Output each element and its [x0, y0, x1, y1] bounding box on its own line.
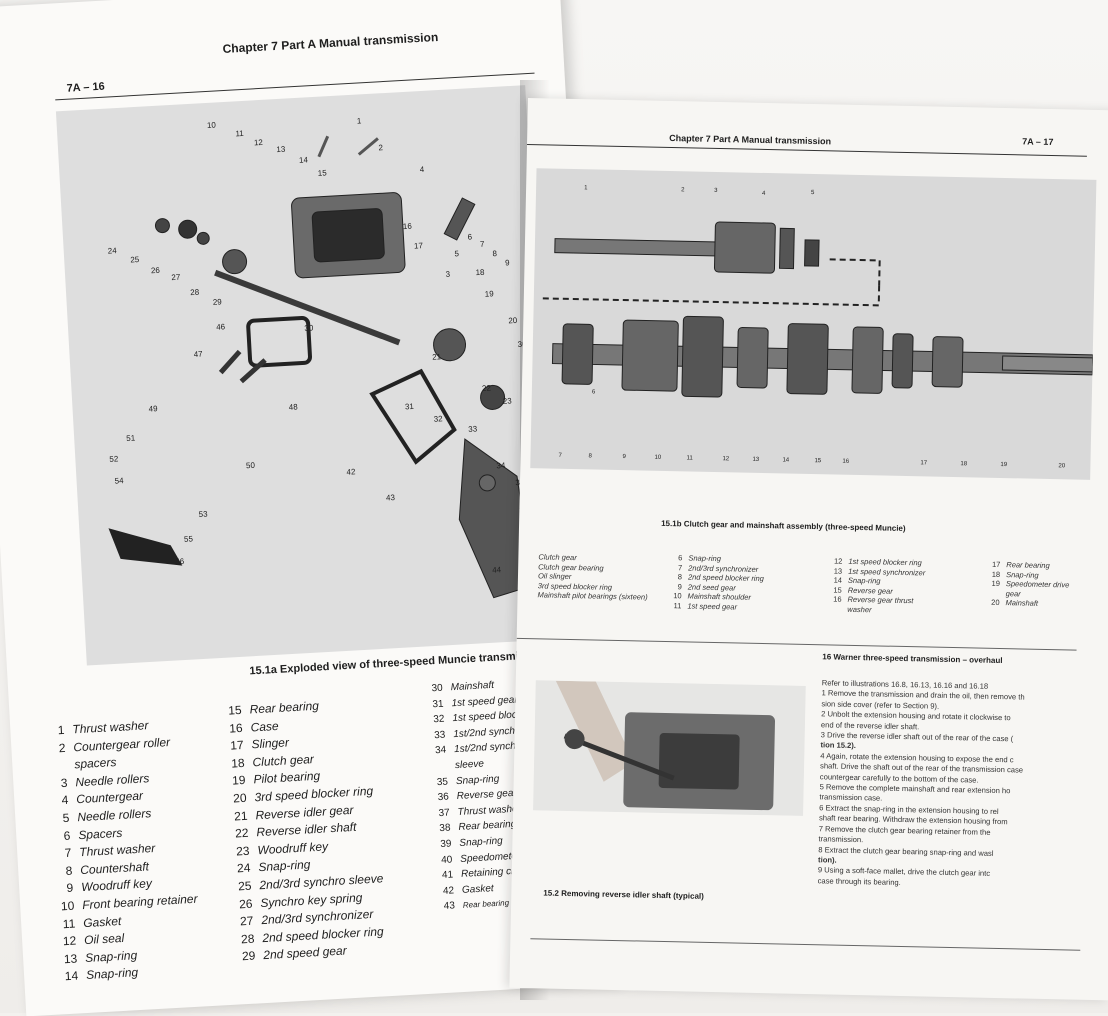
photo-drawing	[533, 680, 806, 816]
shaft-callout-2: 2	[681, 187, 685, 194]
shaft-callout-9: 9	[622, 454, 626, 461]
callout-6: 6	[467, 232, 473, 242]
callout-31: 31	[404, 401, 415, 412]
callout-50: 50	[245, 460, 256, 471]
right-header-rule	[527, 143, 1087, 157]
callout-44: 44	[491, 565, 502, 575]
callout-52: 52	[109, 454, 119, 464]
callout-56: 56	[174, 556, 185, 567]
callout-14: 14	[298, 155, 309, 165]
callout-51: 51	[126, 433, 136, 443]
callout-32: 32	[433, 414, 443, 424]
callout-5: 5	[454, 249, 460, 259]
callout-30: 30	[304, 323, 314, 333]
shaft-callout-5: 5	[811, 189, 815, 197]
left-chapter-header: Chapter 7 Part A Manual transmission	[222, 29, 439, 56]
callout-7: 7	[479, 239, 485, 249]
callout-53: 53	[198, 509, 208, 520]
legend-row: Mainshaft pilot bearings (sixteen)	[537, 590, 648, 602]
shaft-callout-16: 16	[842, 458, 850, 465]
callout-47: 47	[193, 349, 203, 360]
callout-29: 29	[212, 297, 222, 307]
mainshaft-drawing	[538, 221, 1094, 398]
callout-18: 18	[475, 267, 485, 278]
callout-22: 22	[481, 383, 492, 394]
callout-4: 4	[419, 164, 425, 175]
section-16-body: Refer to illustrations 16.8, 16.13, 16.1…	[818, 678, 1102, 892]
callout-24: 24	[107, 246, 117, 256]
callout-27: 27	[171, 272, 181, 283]
callout-11: 11	[235, 128, 244, 139]
shaft-callout-10: 10	[654, 454, 662, 461]
right-page: Chapter 7 Part A Manual transmission 7A …	[509, 98, 1108, 1001]
callout-42: 42	[346, 467, 356, 477]
exploded-view-drawing	[108, 135, 534, 599]
callout-46: 46	[215, 322, 226, 332]
reverse-idler-photo	[533, 680, 806, 816]
callout-10: 10	[206, 120, 217, 130]
callout-43: 43	[385, 493, 396, 503]
callout-21: 21	[431, 352, 442, 362]
callout-49: 49	[148, 404, 158, 414]
callout-13: 13	[276, 144, 286, 155]
shaft-callout-20: 20	[1058, 463, 1066, 470]
shaft-callout-19: 19	[1000, 461, 1008, 469]
callout-9: 9	[504, 258, 510, 268]
exploded-view-figure: 10 11 12 13 14 15 1 2 4 16 17 18 19 20 2…	[55, 85, 557, 666]
callout-23: 23	[502, 396, 512, 406]
callout-54: 54	[114, 476, 124, 486]
callout-1: 1	[356, 116, 362, 126]
shaft-callout-13: 13	[752, 456, 760, 463]
callout-55: 55	[183, 534, 194, 544]
left-page: 7A – 16 Chapter 7 Part A Manual transmis…	[42, 29, 568, 986]
shaft-callout-14: 14	[782, 457, 790, 464]
callout-17: 17	[413, 241, 424, 251]
callout-15: 15	[317, 168, 327, 178]
callout-48: 48	[288, 402, 298, 412]
callout-12: 12	[253, 137, 264, 148]
mainshaft-caption: 15.1b Clutch gear and mainshaft assembly…	[661, 518, 906, 534]
mainshaft-figure: 1 2 3 4 5 7 8 9 10 11 12 13 14 15 16 17 …	[530, 168, 1097, 480]
callout-8: 8	[492, 248, 498, 259]
shaft-callout-1: 1	[584, 185, 588, 192]
callout-2: 2	[378, 143, 384, 153]
shaft-callout-12: 12	[722, 456, 730, 463]
shaft-callout-15: 15	[814, 458, 822, 465]
shaft-callout-7: 7	[558, 452, 562, 459]
shaft-callout-17: 17	[920, 460, 928, 467]
shaft-callout-18: 18	[960, 461, 968, 468]
mainshaft-legend-col-1: Clutch gear Clutch gear bearing Oil slin…	[537, 552, 668, 602]
bottom-rule	[530, 938, 1081, 951]
callout-3: 3	[445, 269, 451, 279]
callout-33: 33	[468, 424, 478, 434]
shaft-callout-4: 4	[761, 190, 766, 197]
callout-28: 28	[189, 287, 200, 298]
right-page-number: 7A – 17	[1022, 136, 1054, 148]
callout-16: 16	[402, 221, 413, 232]
shaft-callout-11: 11	[686, 455, 693, 462]
callout-26: 26	[150, 265, 161, 276]
section-16-title: 16 Warner three-speed transmission – ove…	[822, 652, 1003, 666]
shaft-callout-8: 8	[588, 453, 592, 460]
callout-20: 20	[508, 315, 518, 326]
left-page-number: 7A – 16	[66, 80, 106, 95]
section-rule	[516, 637, 1077, 651]
callout-34: 34	[496, 460, 506, 471]
right-chapter-header: Chapter 7 Part A Manual transmission	[669, 132, 832, 147]
shaft-callout-3: 3	[714, 187, 718, 194]
callout-19: 19	[484, 289, 494, 299]
photo-caption: 15.2 Removing reverse idler shaft (typic…	[543, 888, 704, 901]
shaft-callout-6: 6	[591, 389, 596, 396]
callout-25: 25	[130, 254, 140, 265]
